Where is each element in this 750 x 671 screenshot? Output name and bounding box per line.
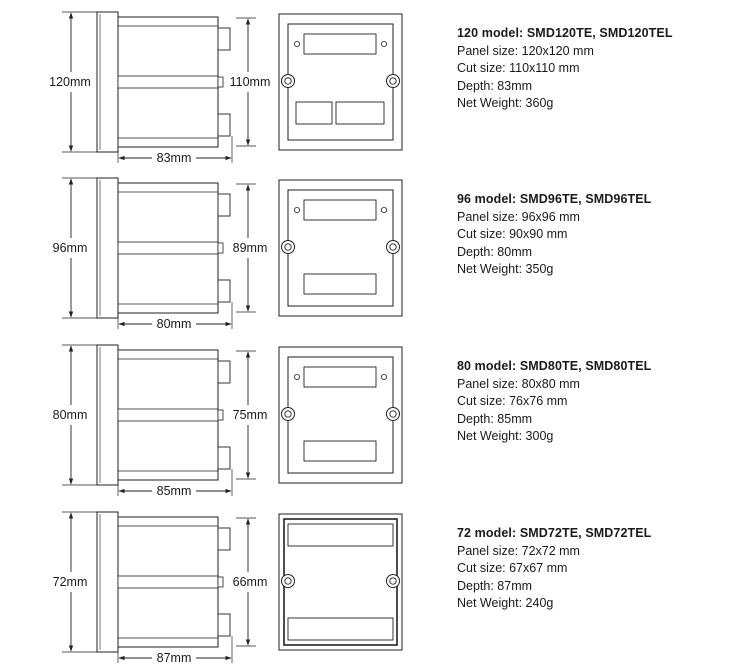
depth-label: 87mm: [157, 651, 192, 665]
panel-size: Panel size: 80x80 mm: [457, 376, 580, 391]
depth: Depth: 83mm: [457, 78, 533, 93]
mounting-bracket: [117, 75, 219, 89]
panel-size: Panel size: 96x96 mm: [457, 209, 580, 224]
model-row: 80mm 85mm 75mm: [50, 344, 403, 498]
spec-title: 96 model: SMD96TE, SMD96TEL: [457, 192, 652, 206]
panel-size: Panel size: 120x120 mm: [457, 43, 594, 58]
spec-title: 120 model: SMD120TE, SMD120TEL: [457, 26, 673, 40]
panel-size: Panel size: 72x72 mm: [457, 543, 580, 558]
height-label: 120mm: [49, 75, 91, 89]
depth: Depth: 85mm: [457, 411, 533, 426]
terminal-strip: [335, 101, 385, 125]
screw-icon: [386, 240, 400, 254]
height-label: 96mm: [53, 241, 88, 255]
net-weight: Net Weight: 350g: [457, 262, 554, 277]
terminal-block: [217, 527, 231, 551]
terminal-strip: [303, 366, 377, 388]
net-weight: Net Weight: 360g: [457, 96, 554, 111]
terminal-block: [217, 446, 231, 470]
mounting-bracket: [117, 241, 219, 255]
depth: Depth: 80mm: [457, 244, 533, 259]
model-row: 120mm 83mm 110mm: [46, 11, 403, 165]
mounting-bracket: [117, 408, 219, 422]
screw-icon: [281, 74, 295, 88]
terminal-block: [217, 613, 231, 637]
screw-icon: [386, 574, 400, 588]
net-weight: Net Weight: 240g: [457, 596, 554, 611]
mounting-bracket: [117, 575, 219, 589]
model-specs: 72 model: SMD72TE, SMD72TEL Panel size: 7…: [457, 525, 747, 613]
spec-title: 72 model: SMD72TE, SMD72TEL: [457, 526, 652, 540]
cut-size: Cut size: 90x90 mm: [457, 227, 568, 242]
terminal-strip: [303, 199, 377, 221]
terminal-strip: [303, 273, 377, 295]
terminal-block: [217, 279, 231, 303]
terminal-block: [217, 113, 231, 137]
terminal-strip: [287, 617, 394, 641]
cut-label: 75mm: [233, 408, 268, 422]
cut-size: Cut size: 67x67 mm: [457, 561, 568, 576]
screw-icon: [281, 574, 295, 588]
height-label: 72mm: [53, 575, 88, 589]
cut-label: 89mm: [233, 241, 268, 255]
terminal-block: [217, 27, 231, 51]
cut-label: 66mm: [233, 575, 268, 589]
spec-title: 80 model: SMD80TE, SMD80TEL: [457, 359, 652, 373]
height-label: 80mm: [53, 408, 88, 422]
model-row: 96mm 80mm 89mm: [50, 177, 403, 331]
cut-size: Cut size: 76x76 mm: [457, 394, 568, 409]
model-row: 72mm 87mm 66mm: [50, 511, 403, 665]
terminal-block: [217, 193, 231, 217]
terminal-strip: [295, 101, 333, 125]
depth-label: 83mm: [157, 151, 192, 165]
screw-icon: [281, 240, 295, 254]
screw-icon: [386, 407, 400, 421]
model-specs: 120 model: SMD120TE, SMD120TEL Panel size…: [457, 25, 747, 113]
cut-size: Cut size: 110x110 mm: [457, 61, 580, 76]
screw-icon: [386, 74, 400, 88]
cut-label: 110mm: [230, 75, 271, 89]
terminal-strip: [287, 523, 394, 547]
screw-icon: [281, 407, 295, 421]
model-specs: 96 model: SMD96TE, SMD96TEL Panel size: 9…: [457, 191, 747, 279]
terminal-strip: [303, 33, 377, 55]
depth-label: 80mm: [157, 317, 192, 331]
net-weight: Net Weight: 300g: [457, 429, 554, 444]
model-specs: 80 model: SMD80TE, SMD80TEL Panel size: 8…: [457, 358, 747, 446]
depth-label: 85mm: [157, 484, 192, 498]
terminal-strip: [303, 440, 377, 462]
depth: Depth: 87mm: [457, 578, 533, 593]
terminal-block: [217, 360, 231, 384]
